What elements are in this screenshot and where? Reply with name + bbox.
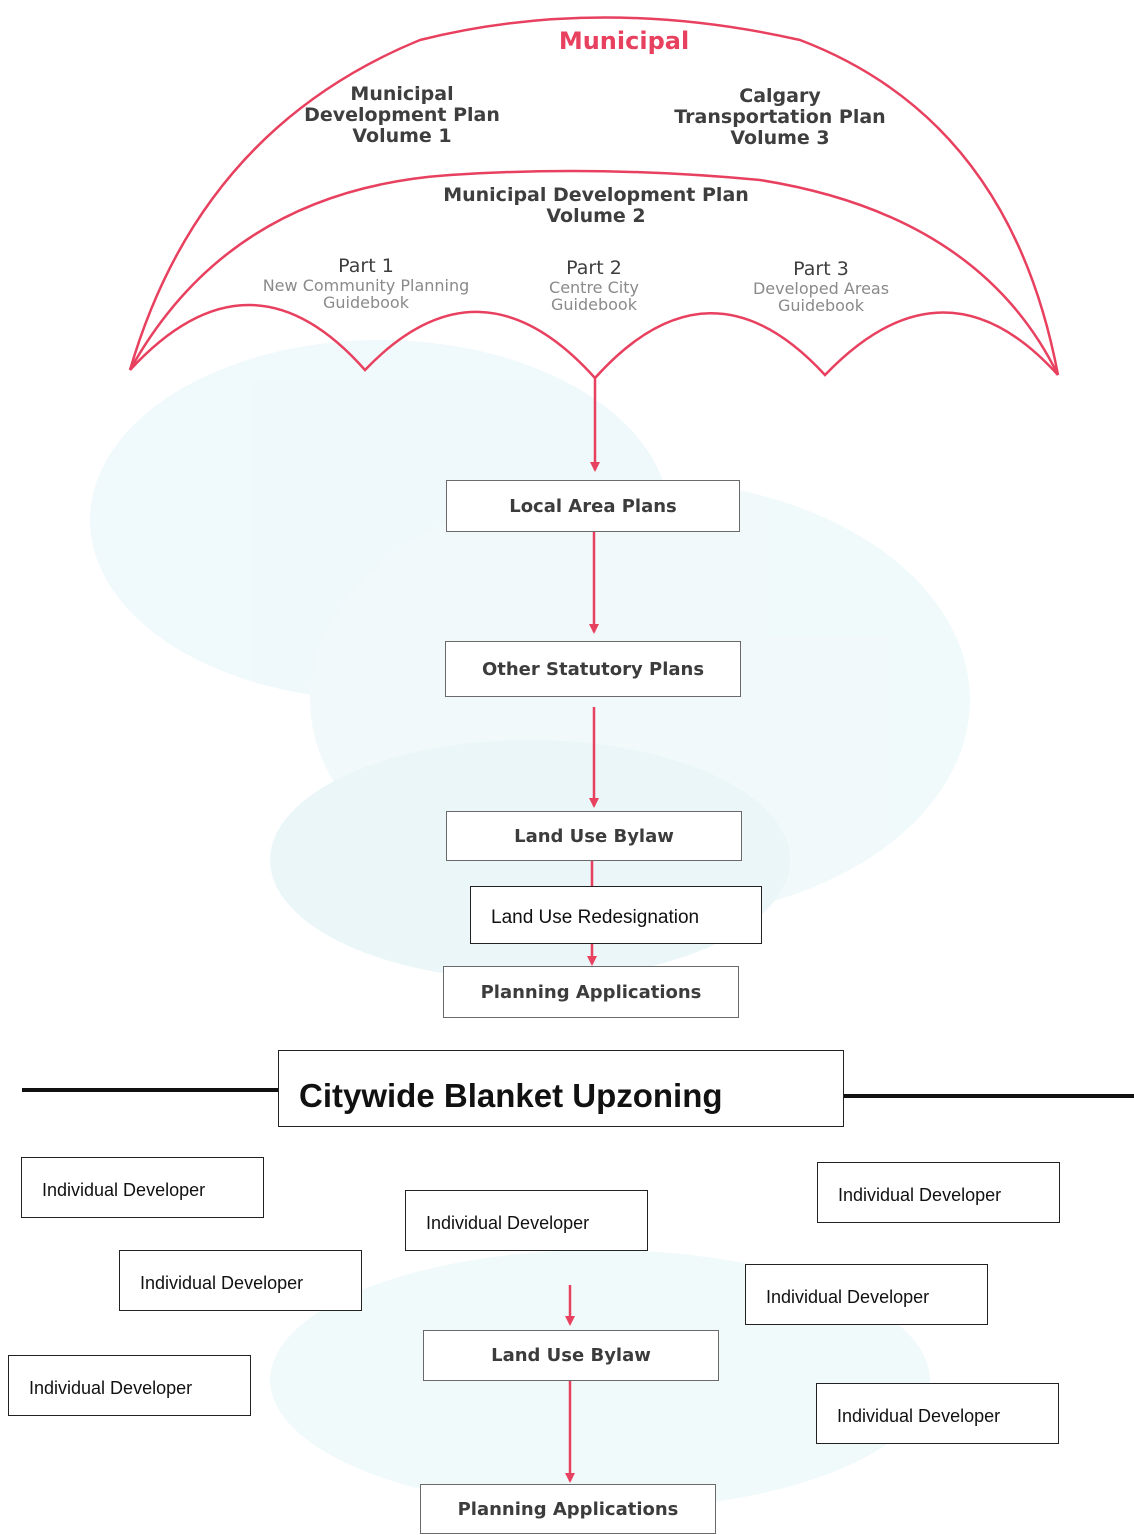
part-2-subtitle-line-2: Guidebook [551, 295, 637, 315]
mdp-volume-1-label: Municipal Development Plan Volume 1 [282, 84, 522, 147]
mdp-volume-1-line-3: Volume 1 [352, 124, 452, 147]
mdp-volume-2-line-2: Volume 2 [546, 204, 646, 227]
umbrella-outer-arc [128, 16, 1060, 376]
land-use-bylaw-box-bottom: Land Use Bylaw [423, 1330, 719, 1381]
part-1-subtitle-line-2: Guidebook [323, 293, 409, 313]
ctp-volume-3-line-3: Volume 3 [730, 126, 830, 149]
divider-lines [22, 1088, 1134, 1098]
individual-developer-box-4: Individual Developer [119, 1250, 362, 1311]
part-2-subtitle-line-1: Centre City [549, 277, 639, 297]
citywide-blanket-upzoning-title: Citywide Blanket Upzoning [278, 1050, 844, 1127]
planning-applications-box-top: Planning Applications [443, 966, 739, 1018]
local-area-plans-box: Local Area Plans [446, 480, 740, 532]
planning-applications-box-bottom: Planning Applications [420, 1484, 716, 1534]
mdp-volume-1-line-1: Municipal [350, 83, 454, 105]
mdp-volume-1-line-2: Development Plan [304, 103, 500, 126]
part-2-title: Part 2 [566, 257, 622, 279]
umbrella-inner-arc [128, 169, 1060, 376]
part-3-subtitle-line-2: Guidebook [778, 296, 864, 316]
part-2-label: Part 2 Centre City Guidebook [504, 258, 684, 314]
part-1-subtitle-line-1: New Community Planning [262, 275, 470, 295]
part-3-title: Part 3 [793, 258, 849, 280]
land-use-bylaw-box-top: Land Use Bylaw [446, 811, 742, 861]
mdp-volume-2-label: Municipal Development Plan Volume 2 [436, 185, 756, 227]
individual-developer-box-3: Individual Developer [817, 1162, 1060, 1223]
land-use-redesignation-box: Land Use Redesignation [470, 886, 762, 944]
individual-developer-box-6: Individual Developer [8, 1355, 251, 1416]
ctp-volume-3-line-1: Calgary [739, 85, 821, 107]
umbrella-shape [128, 16, 1060, 472]
municipal-label: Municipal [558, 27, 690, 55]
top-flow-arrows [587, 532, 599, 966]
individual-developer-box-5: Individual Developer [745, 1264, 988, 1325]
part-3-subtitle-line-1: Developed Areas [752, 278, 890, 298]
other-statutory-plans-box: Other Statutory Plans [445, 641, 741, 697]
ctp-volume-3-line-2: Transportation Plan [674, 105, 886, 128]
individual-developer-box-2: Individual Developer [405, 1190, 648, 1251]
part-1-label: Part 1 New Community Planning Guidebook [236, 256, 496, 312]
individual-developer-box-7: Individual Developer [816, 1383, 1059, 1444]
part-3-label: Part 3 Developed Areas Guidebook [721, 259, 921, 315]
mdp-volume-2-line-1: Municipal Development Plan [443, 184, 749, 206]
part-1-title: Part 1 [338, 255, 394, 277]
ctp-volume-3-label: Calgary Transportation Plan Volume 3 [660, 86, 900, 149]
individual-developer-box-1: Individual Developer [21, 1157, 264, 1218]
